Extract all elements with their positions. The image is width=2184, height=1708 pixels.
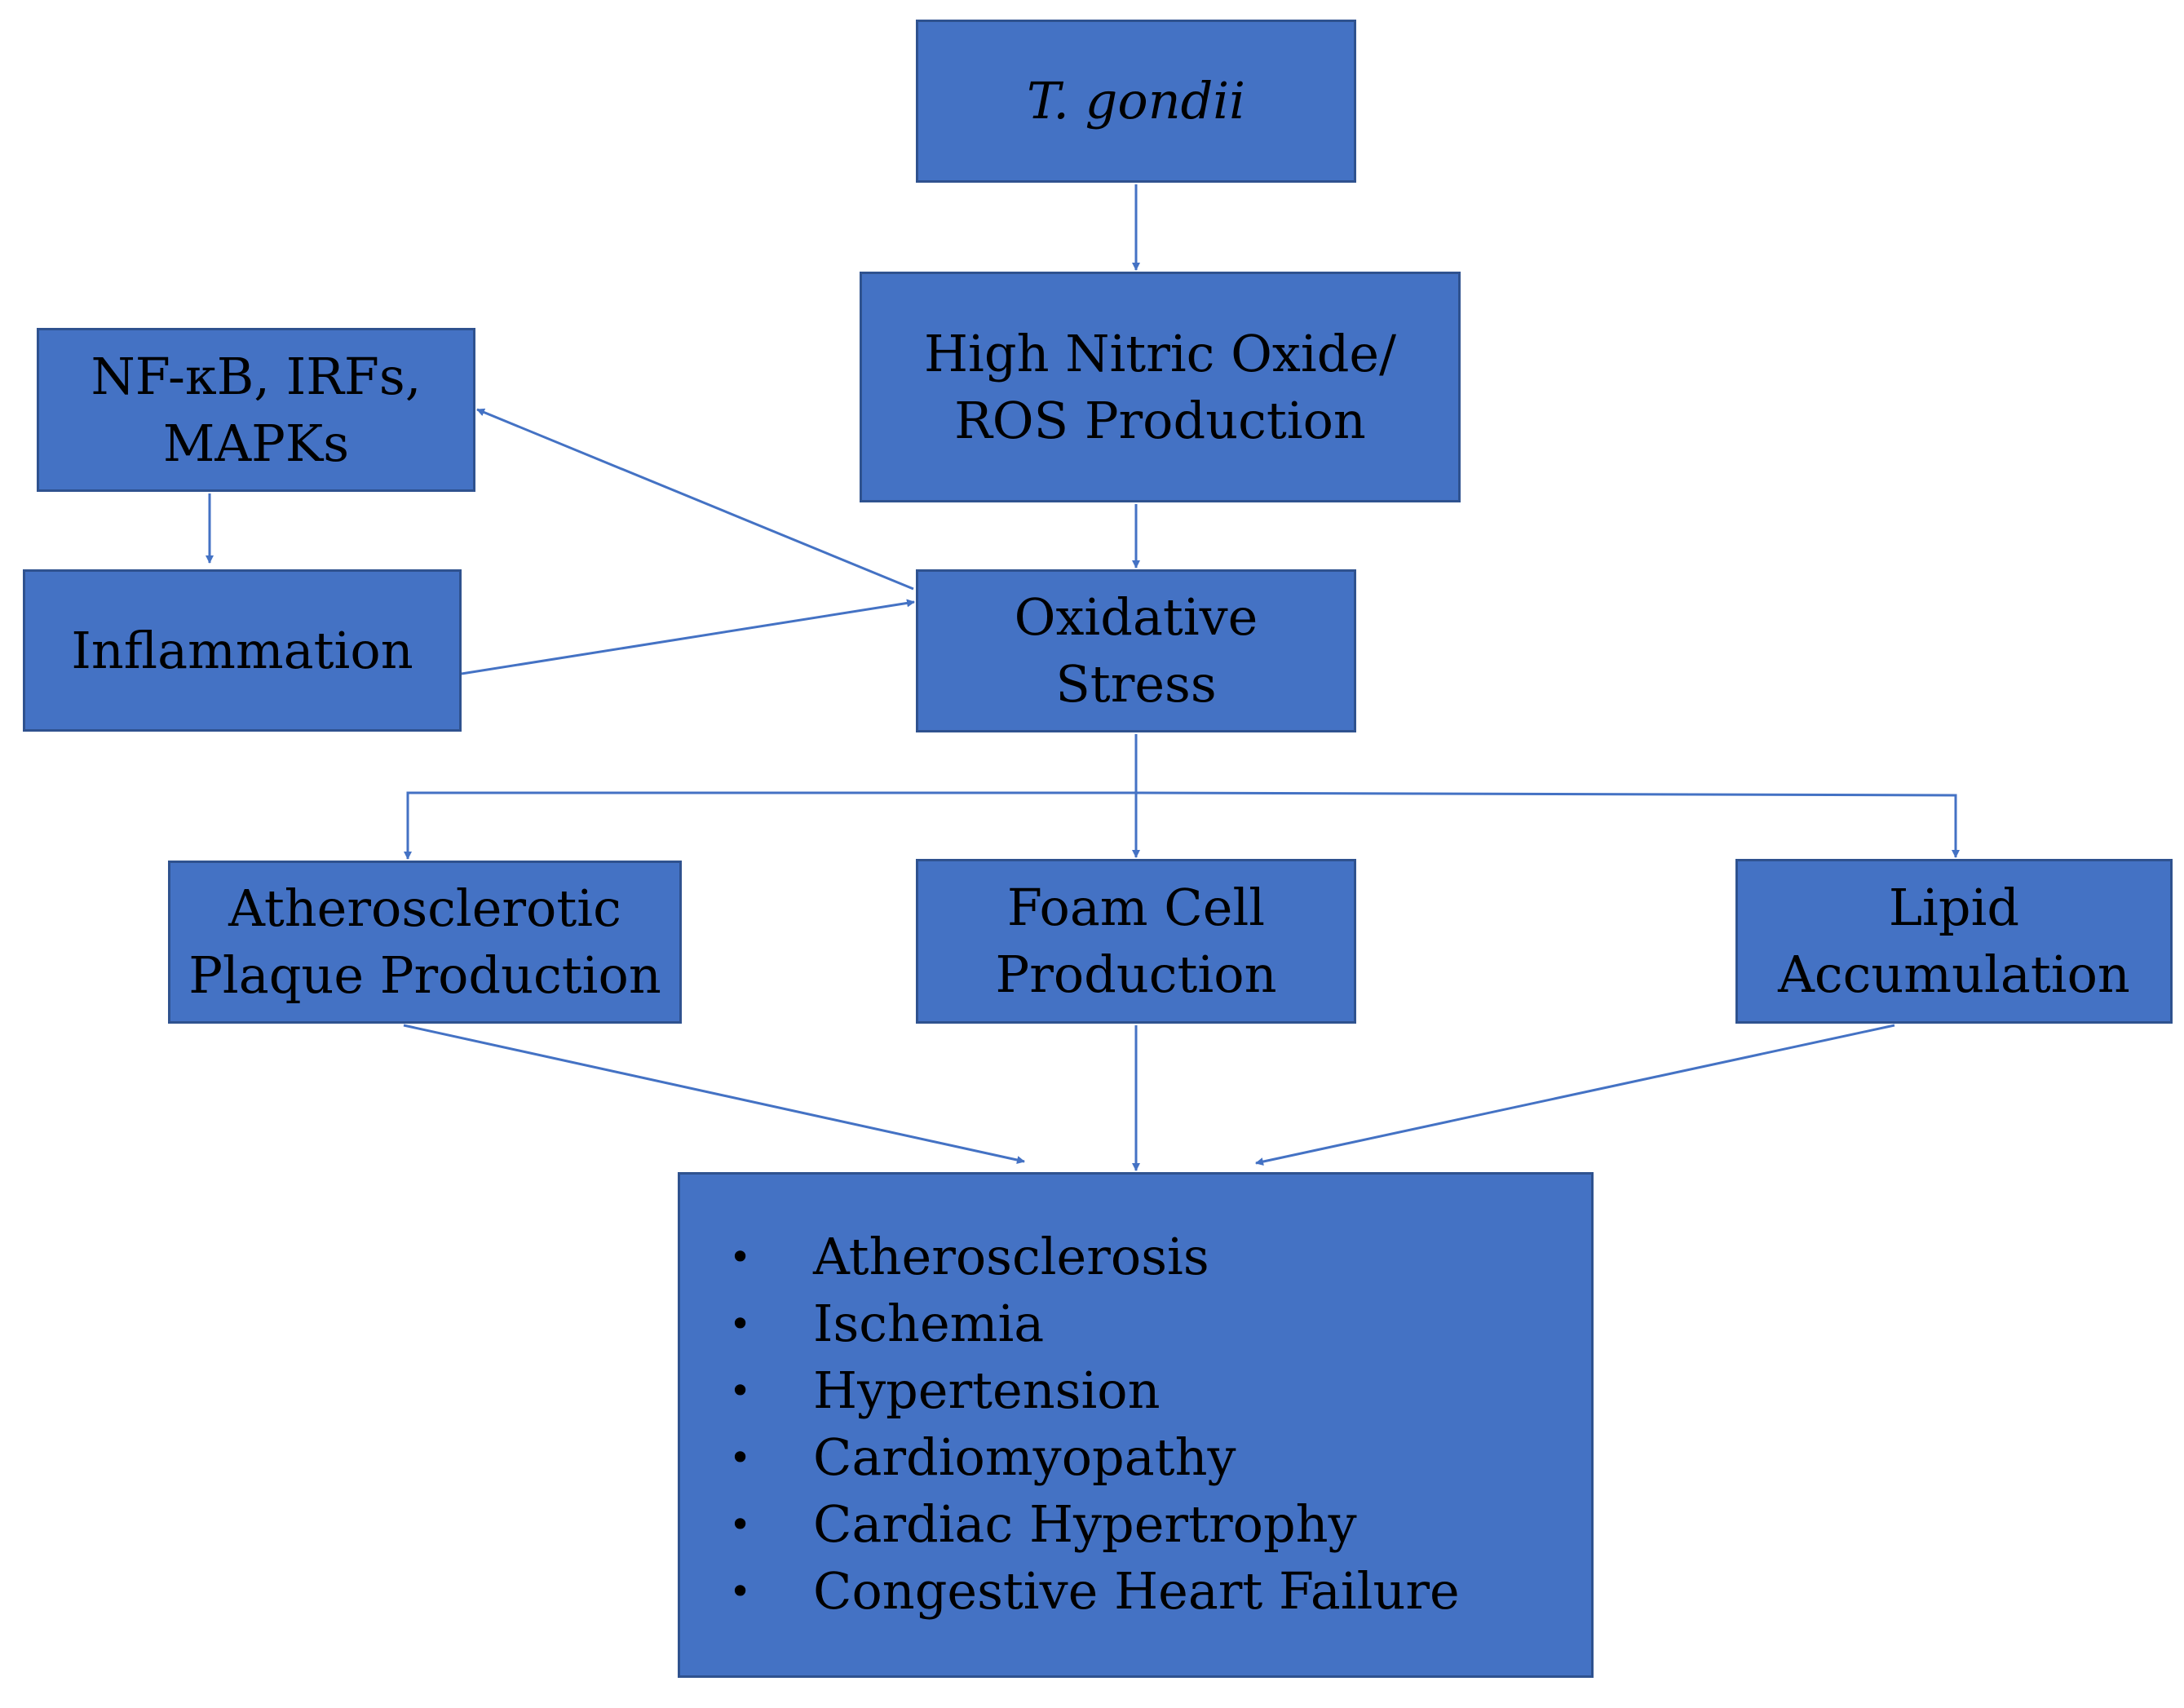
node-nfkb-line-1: NF-κB, IRFs, [91,346,422,406]
node-nfkb-irfs-mapks: NF-κB, IRFs, MAPKs [37,328,475,492]
node-oxidative-stress-line-1: Oxidative [1014,587,1258,647]
node-t-gondii: T. gondii [916,20,1356,183]
arrow-plaque-to-outcomes [403,1024,1025,1164]
node-plaque-production: Atherosclerotic Plaque Production [168,861,682,1024]
node-t-gondii-label: T. gondii [1027,71,1245,131]
node-inflammation-label: Inflammation [71,620,413,680]
arrow-inflammation-to-oxidative-stress [461,599,915,675]
bullet-marker: • [729,1302,752,1346]
node-inflammation: Inflammation [23,569,462,732]
node-lipid-label: Lipid Accumulation [1778,874,2130,1008]
arrow-oxidative-stress-to-nfkb [476,408,914,591]
node-nfkb-line-2: MAPKs [162,413,350,473]
node-foam-cell-label: Foam Cell Production [995,874,1276,1008]
node-oxidative-stress-line-2: Stress [1055,654,1217,714]
node-oxidative-stress-label: Oxidative Stress [1015,584,1258,718]
bullet-marker: • [729,1569,752,1613]
arrow-stress-branch-to-plaque [404,791,1136,860]
arrow-stress-branch-to-lipid [1135,791,1960,858]
node-cardiovascular-outcomes: • Atherosclerosis • Ischemia • Hypertens… [678,1172,1594,1678]
outcome-item-text: Atherosclerosis [813,1227,1209,1286]
bullet-marker: • [729,1502,752,1546]
node-oxidative-stress: Oxidative Stress [916,569,1356,732]
outcome-item-text: Ischemia [813,1294,1045,1353]
bullet-marker: • [729,1436,752,1480]
node-plaque-line-1: Atherosclerotic [228,878,621,938]
bullet-marker: • [729,1235,752,1279]
outcome-item-text: Cardiomyopathy [813,1427,1236,1487]
node-foam-cell-line-1: Foam Cell [1006,878,1266,937]
node-lipid-line-2: Accumulation [1778,945,2130,1004]
node-lipid-line-1: Lipid [1888,878,2020,937]
node-nitric-oxide: High Nitric Oxide/ ROS Production [860,272,1461,502]
node-foam-cell-line-2: Production [995,945,1277,1004]
node-foam-cell-production: Foam Cell Production [916,859,1356,1024]
node-plaque-line-2: Plaque Production [188,945,661,1005]
arrow-lipid-to-outcomes [1255,1024,1895,1166]
node-nitric-oxide-line-2: ROS Production [954,390,1366,450]
node-nfkb-label: NF-κB, IRFs, MAPKs [91,343,422,477]
outcome-item-text: Hypertension [813,1361,1161,1420]
node-nitric-oxide-label: High Nitric Oxide/ ROS Production [924,321,1396,454]
node-lipid-accumulation: Lipid Accumulation [1735,859,2173,1024]
bullet-marker: • [729,1369,752,1413]
node-plaque-label: Atherosclerotic Plaque Production [188,875,661,1009]
outcome-item-text: Congestive Heart Failure [813,1561,1460,1621]
outcome-item-text: Cardiac Hypertrophy [813,1494,1357,1554]
node-nitric-oxide-line-1: High Nitric Oxide/ [923,323,1396,383]
